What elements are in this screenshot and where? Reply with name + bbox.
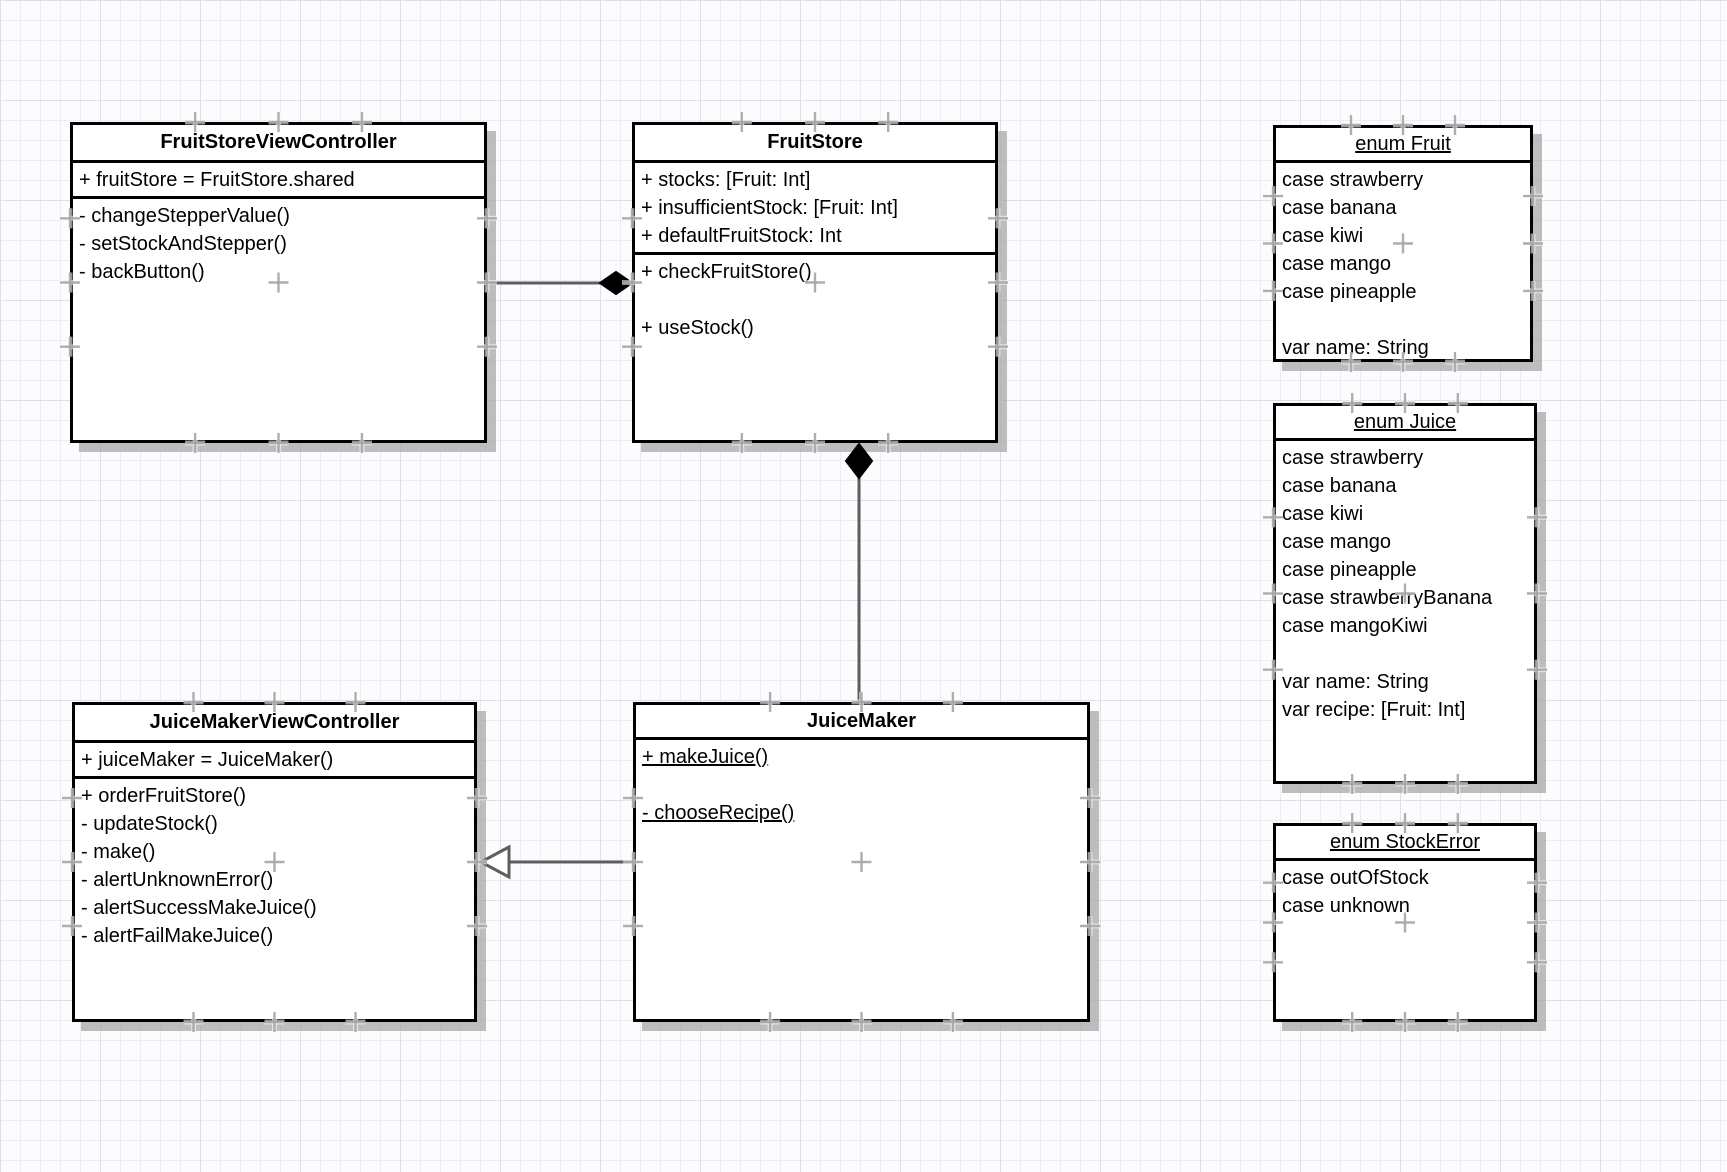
member-row: var name: String	[1282, 337, 1429, 359]
filled-diamond-icon	[598, 270, 634, 296]
member-row: case mango	[1282, 531, 1391, 553]
member-row: case pineapple	[1282, 281, 1417, 303]
member-row: + insufficientStock: [Fruit: Int]	[641, 197, 898, 219]
class-title: FruitStoreViewController	[160, 131, 397, 153]
member-row: case strawberry	[1282, 447, 1424, 469]
class-title: JuiceMaker	[807, 709, 916, 732]
class-title: JuiceMakerViewController	[149, 711, 400, 733]
member-row: - alertUnknownError()	[81, 869, 274, 891]
member-row: - setStockAndStepper()	[79, 233, 287, 255]
member-row: case unknown	[1282, 895, 1410, 917]
class-title-bar: JuiceMakerViewController	[75, 705, 474, 743]
member-row: + checkFruitStore()	[641, 261, 812, 283]
class-box-fruit-store-view-controller[interactable]: FruitStoreViewController + fruitStore = F…	[70, 122, 487, 443]
member-row: case mangoKiwi	[1282, 615, 1428, 637]
class-title-bar: enum Juice	[1276, 406, 1534, 441]
compartment: case outOfStock case unknown	[1276, 861, 1534, 922]
compartment: case strawberry case banana case kiwi case …	[1276, 441, 1534, 726]
compartment: + fruitStore = FruitStore.shared	[73, 163, 484, 199]
class-box-enum-stock-error[interactable]: enum StockError case outOfStock case unkno…	[1273, 823, 1537, 1022]
class-title: enum StockError	[1329, 830, 1481, 853]
class-title-bar: JuiceMaker	[636, 705, 1087, 740]
filled-diamond-icon	[844, 442, 874, 480]
member-row: + orderFruitStore()	[81, 785, 247, 807]
member-row: case kiwi	[1282, 225, 1364, 247]
generalization-connector-juicemaker-viewcontroller[interactable]	[477, 844, 633, 880]
member-row	[1282, 306, 1524, 334]
class-title: enum Juice	[1353, 410, 1457, 433]
member-row	[1282, 640, 1528, 668]
member-row: case banana	[1282, 197, 1397, 219]
compartment: case strawberry case banana case kiwi case …	[1276, 163, 1530, 359]
member-row: - make()	[81, 841, 156, 863]
compartment: - changeStepperValue() - setStockAndStepp…	[73, 199, 484, 288]
member-row: var name: String	[1282, 671, 1429, 693]
member-row: case kiwi	[1282, 503, 1364, 525]
compartment: + makeJuice() - chooseRecipe()	[636, 740, 1087, 829]
member-row: - updateStock()	[81, 813, 218, 835]
compartment: + juiceMaker = JuiceMaker()	[75, 743, 474, 779]
member-row: case pineapple	[1282, 559, 1417, 581]
class-box-juice-maker[interactable]: JuiceMaker + makeJuice() - chooseRecipe()	[633, 702, 1090, 1022]
member-row	[641, 286, 989, 314]
member-row: - changeStepperValue()	[79, 205, 290, 227]
class-title-bar: FruitStoreViewController	[73, 125, 484, 163]
member-row: + fruitStore = FruitStore.shared	[79, 169, 355, 191]
class-title: enum Fruit	[1355, 132, 1451, 155]
compartment: + orderFruitStore() - updateStock() - make…	[75, 779, 474, 952]
class-box-juice-maker-view-controller[interactable]: JuiceMakerViewController + juiceMaker = J…	[72, 702, 477, 1022]
compartment: + stocks: [Fruit: Int] + insufficientStoc…	[635, 163, 995, 255]
member-row: case banana	[1282, 475, 1397, 497]
member-row: - chooseRecipe()	[642, 802, 795, 824]
member-row: + useStock()	[641, 317, 754, 339]
composition-connector-viewcontroller-fruitstore[interactable]	[487, 270, 634, 296]
member-row: case strawberryBanana	[1282, 587, 1493, 609]
member-row: - alertFailMakeJuice()	[81, 925, 274, 947]
member-row: case mango	[1282, 253, 1391, 275]
class-title-bar: enum Fruit	[1276, 128, 1530, 163]
compartment: + checkFruitStore() + useStock()	[635, 255, 995, 344]
member-row	[642, 771, 1081, 799]
class-box-fruit-store[interactable]: FruitStore + stocks: [Fruit: Int] + insuff…	[632, 122, 998, 443]
member-row: case outOfStock	[1282, 867, 1429, 889]
member-row: + defaultFruitStock: Int	[641, 225, 842, 247]
member-row: + makeJuice()	[642, 746, 769, 768]
class-title-bar: FruitStore	[635, 125, 995, 163]
member-row: + stocks: [Fruit: Int]	[641, 169, 811, 191]
hollow-triangle-icon	[477, 844, 511, 880]
member-row: - backButton()	[79, 261, 205, 283]
member-row: case strawberry	[1282, 169, 1424, 191]
class-title: FruitStore	[767, 131, 863, 153]
class-title-bar: enum StockError	[1276, 826, 1534, 861]
member-row: + juiceMaker = JuiceMaker()	[81, 749, 334, 771]
member-row: - alertSuccessMakeJuice()	[81, 897, 317, 919]
member-row: var recipe: [Fruit: Int]	[1282, 699, 1466, 721]
composition-connector-fruitstore-juicemaker[interactable]	[844, 442, 874, 702]
